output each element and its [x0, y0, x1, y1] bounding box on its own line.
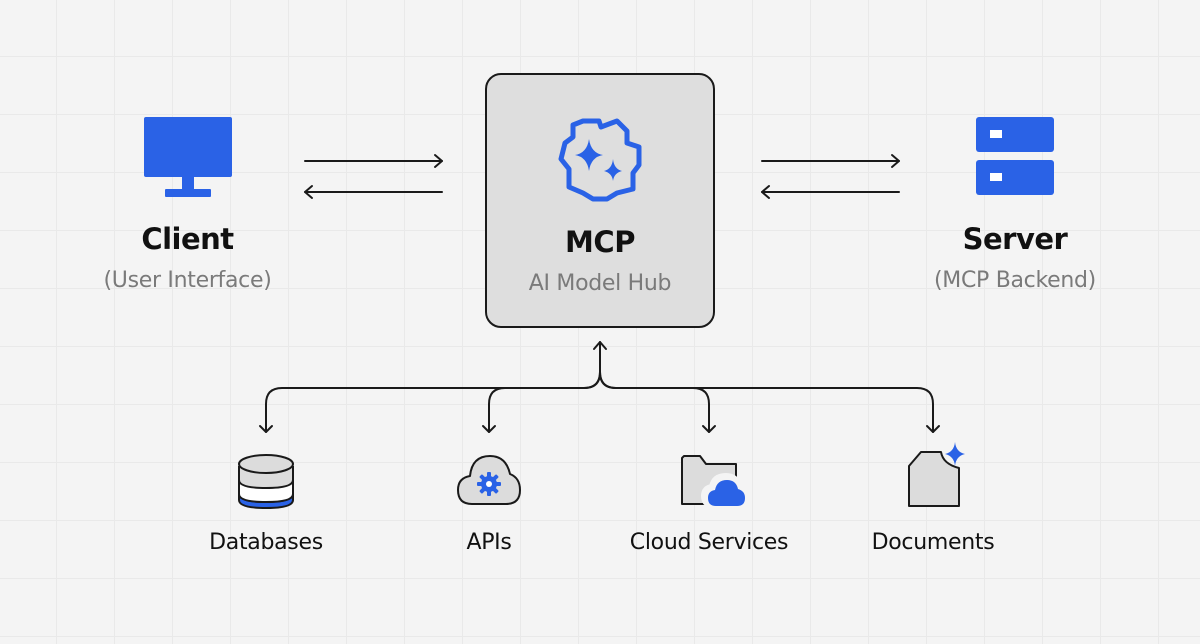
- hub-to-client-arrow: [304, 185, 443, 199]
- mcp-title: MCP: [565, 225, 635, 259]
- resources-to-hub-arrow: [259, 341, 940, 433]
- server-node: Server (MCP Backend): [925, 115, 1105, 305]
- mcp-subtitle: AI Model Hub: [528, 271, 672, 296]
- client-node: Client (User Interface): [100, 115, 275, 305]
- client-title: Client: [141, 222, 234, 256]
- folder-cloud-icon: [681, 455, 750, 509]
- document-sparkle-icon: [908, 442, 965, 507]
- server-subtitle: (MCP Backend): [934, 268, 1096, 293]
- hub-to-server-arrow: [761, 154, 900, 168]
- server-to-hub-arrow: [761, 185, 900, 199]
- documents-label: Documents: [871, 530, 995, 555]
- ai-brain-icon: [558, 118, 642, 202]
- cloud-gear-icon: [457, 455, 521, 505]
- client-to-hub-arrow: [304, 154, 443, 168]
- mcp-hub-box: MCP AI Model Hub: [485, 73, 715, 328]
- server-title: Server: [962, 222, 1068, 256]
- monitor-icon: [144, 117, 232, 197]
- cloud-services-label: Cloud Services: [629, 530, 789, 555]
- resource-cloud-services: Cloud Services: [604, 448, 814, 568]
- databases-label: Databases: [209, 530, 323, 555]
- resource-databases: Databases: [186, 448, 346, 568]
- client-subtitle: (User Interface): [103, 268, 272, 293]
- apis-label: APIs: [466, 530, 512, 555]
- resource-documents: Documents: [853, 440, 1013, 568]
- resource-apis: APIs: [409, 448, 569, 568]
- server-icon: [976, 117, 1054, 195]
- database-icon: [238, 454, 294, 510]
